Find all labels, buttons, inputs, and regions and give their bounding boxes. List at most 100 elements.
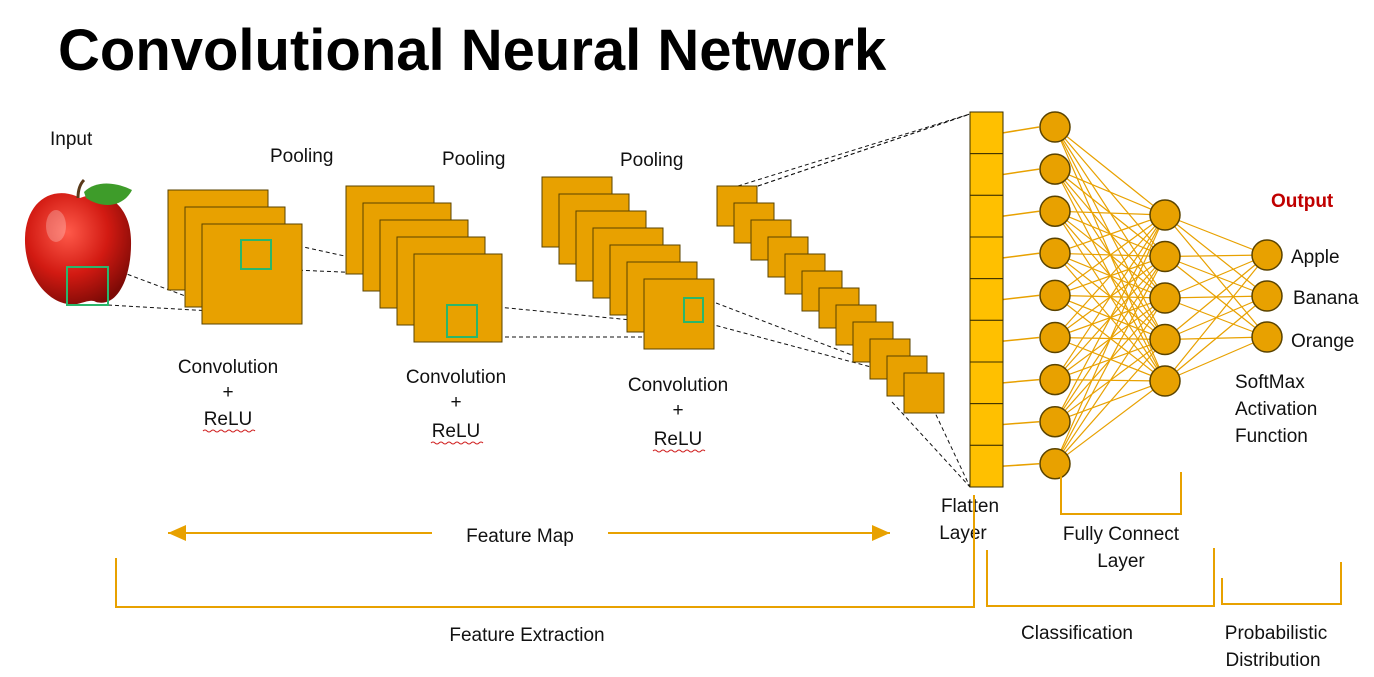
fully-connected-label-line1: Fully Connect — [1063, 524, 1180, 545]
hidden1-neuron — [1039, 405, 1071, 438]
output-connection — [1164, 254, 1268, 382]
output-neuron — [1251, 280, 1283, 312]
hidden2-neuron — [1149, 365, 1181, 397]
fc-connection — [1054, 210, 1166, 216]
section-probabilistic-line2: Distribution — [1225, 650, 1320, 671]
bracket-feature-extraction — [115, 495, 975, 608]
flatten-connection — [1002, 126, 1040, 134]
fc-connection — [1054, 126, 1166, 216]
flatten-cell — [969, 319, 1004, 363]
output-connection — [1164, 254, 1268, 258]
section-feature-extraction: Feature Extraction — [449, 625, 604, 646]
flatten-label-line1: Flatten — [941, 496, 999, 517]
apple-image — [24, 178, 132, 305]
section-classification: Classification — [1021, 623, 1133, 644]
output-class-orange: Orange — [1291, 331, 1354, 352]
softmax-label-line2: Activation — [1235, 399, 1317, 420]
conv-plus-3: + — [672, 400, 683, 421]
fc-connection — [1054, 214, 1166, 254]
hidden1-neuron — [1039, 279, 1071, 312]
spellcheck-underline-3 — [652, 449, 706, 453]
fc-connection — [1054, 297, 1166, 465]
flatten-cell — [969, 153, 1004, 196]
receptive-field-2 — [446, 304, 478, 338]
output-neuron — [1251, 239, 1283, 271]
spellcheck-underline-1 — [202, 429, 256, 433]
flatten-connection — [1002, 252, 1040, 259]
output-connection — [1164, 254, 1268, 299]
output-neuron — [1251, 321, 1283, 353]
hidden1-neuron — [1039, 363, 1071, 396]
output-connection — [1164, 254, 1268, 340]
output-connection — [1164, 214, 1268, 256]
relu-label-3: ReLU — [654, 429, 703, 450]
relu-label-1: ReLU — [204, 409, 253, 430]
page-title: Convolutional Neural Network — [58, 18, 887, 83]
conv-plus-2: + — [450, 392, 461, 413]
hidden1-neuron — [1039, 153, 1071, 185]
conv-plus-1: + — [222, 382, 233, 403]
flatten-cell — [969, 111, 1004, 155]
hidden2-neuron — [1149, 323, 1181, 356]
fc-connection — [1054, 214, 1166, 338]
conv-label-2: Convolution — [406, 367, 506, 388]
output-class-banana: Banana — [1293, 288, 1359, 309]
flatten-connection — [1002, 294, 1040, 301]
fc-connection — [1054, 339, 1166, 465]
flatten-connection — [1002, 168, 1040, 176]
fc-connection — [1054, 256, 1166, 465]
flatten-connection — [1002, 420, 1040, 426]
flatten-connection — [1002, 378, 1040, 384]
flatten-label-line2: Layer — [939, 523, 987, 544]
fc-connection — [1054, 214, 1166, 465]
output-connection — [1164, 295, 1268, 382]
spellcheck-underline-2 — [430, 441, 484, 445]
hidden1-neuron — [1039, 195, 1071, 227]
pooling-label-3: Pooling — [620, 150, 683, 171]
feature-map-label: Feature Map — [466, 526, 574, 547]
receptive-field-1 — [240, 239, 272, 270]
flatten-cell — [969, 403, 1004, 446]
bracket-classification — [986, 548, 1215, 607]
flatten-cell — [969, 236, 1004, 280]
flatten-connection — [1002, 336, 1040, 342]
fully-connected-label-line2: Layer — [1097, 551, 1145, 572]
fc-connection — [1054, 214, 1166, 380]
output-title: Output — [1271, 191, 1334, 212]
output-connection — [1164, 336, 1268, 382]
receptive-field-3 — [683, 297, 704, 323]
conv-label-3: Convolution — [628, 375, 728, 396]
section-probabilistic-line1: Probabilistic — [1225, 623, 1327, 644]
hidden1-neuron — [1039, 321, 1071, 354]
hidden2-neuron — [1149, 199, 1181, 231]
pooling-label-2: Pooling — [442, 149, 505, 170]
relu-label-2: ReLU — [432, 421, 481, 442]
flatten-cell — [969, 278, 1004, 321]
softmax-label-line3: Function — [1235, 426, 1308, 447]
hidden2-neuron — [1149, 282, 1181, 314]
flatten-cell — [969, 361, 1004, 405]
fc-connection — [1054, 214, 1166, 296]
flatten-cell — [969, 444, 1004, 488]
flatten-cell — [969, 194, 1004, 238]
bracket-fully-connected — [1060, 472, 1182, 515]
conv-label-1: Convolution — [178, 357, 278, 378]
fc-connection — [1054, 168, 1166, 216]
conv2-feature-map-5 — [413, 253, 503, 343]
input-label: Input — [50, 129, 93, 150]
input-receptive-field — [66, 266, 109, 306]
flatten-connection — [1002, 210, 1040, 217]
softmax-label-line1: SoftMax — [1235, 372, 1305, 393]
hidden1-neuron — [1039, 111, 1071, 143]
output-class-apple: Apple — [1291, 247, 1340, 268]
bracket-probabilistic — [1221, 562, 1342, 605]
pool3-feature-map-12 — [903, 372, 945, 414]
fc-connection — [1054, 380, 1166, 465]
flatten-connection — [1002, 463, 1040, 467]
hidden1-neuron — [1039, 448, 1071, 480]
pooling-label-1: Pooling — [270, 146, 333, 167]
hidden1-neuron — [1039, 237, 1071, 270]
fc-connection — [1054, 214, 1166, 422]
hidden2-neuron — [1149, 240, 1181, 273]
